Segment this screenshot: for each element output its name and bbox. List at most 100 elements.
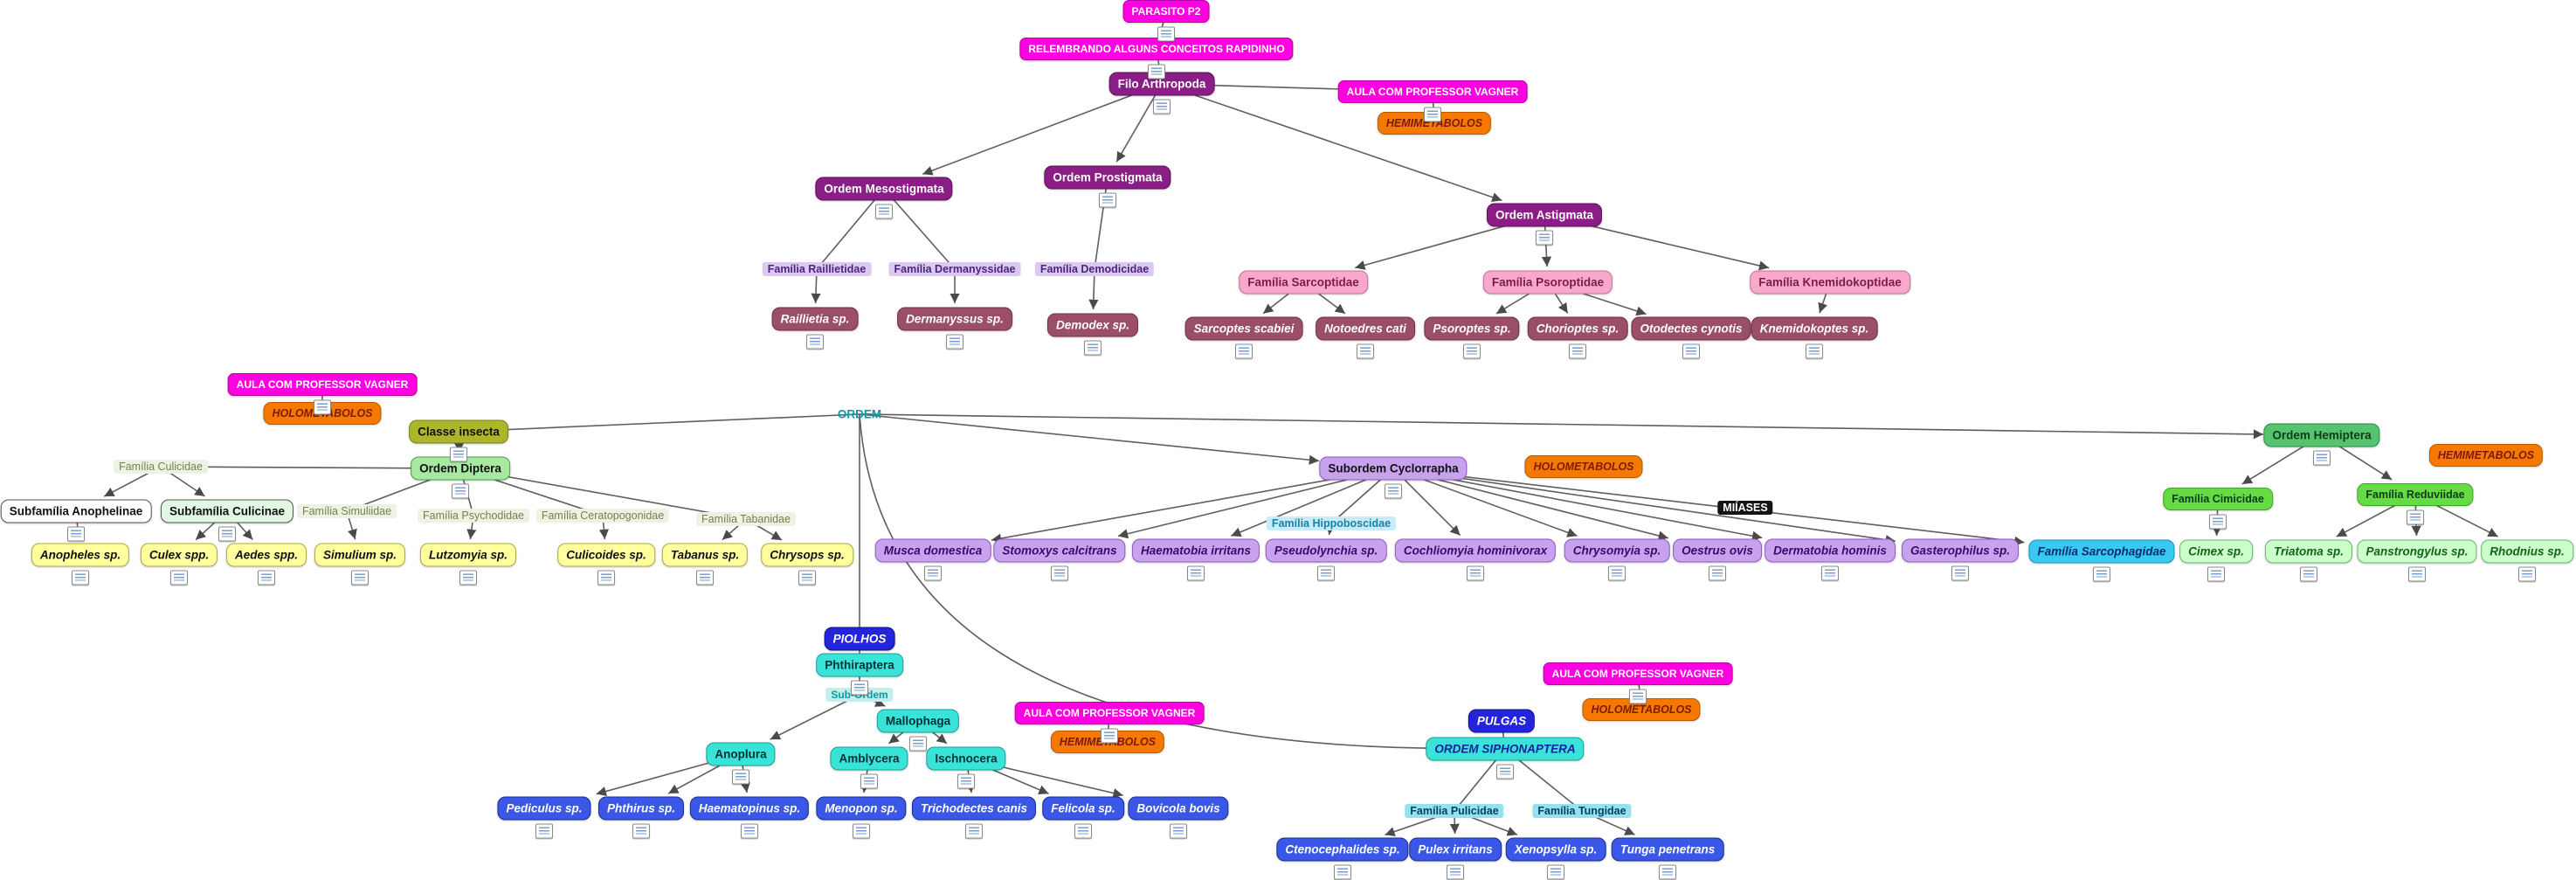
node-piolhos[interactable]: PIOLHOS	[824, 627, 895, 651]
resource-icon[interactable]	[2407, 509, 2424, 525]
node-aula-vagner-4[interactable]: AULA COM PROFESSOR VAGNER	[1543, 662, 1733, 685]
node-ordem-prostigmata[interactable]: Ordem Prostigmata	[1044, 165, 1171, 190]
resource-icon[interactable]	[2518, 566, 2536, 582]
node-chrysomyia[interactable]: Chrysomyia sp.	[1564, 538, 1670, 563]
node-felicola[interactable]: Felicola sp.	[1042, 796, 1124, 821]
node-haematopinus[interactable]: Haematopinus sp.	[689, 796, 810, 821]
resource-icon[interactable]	[1569, 343, 1586, 359]
node-trichodectes[interactable]: Trichodectes canis	[911, 796, 1037, 821]
resource-icon[interactable]	[1659, 864, 1676, 880]
resource-icon[interactable]	[1317, 565, 1335, 581]
node-aedes[interactable]: Aedes spp.	[225, 543, 307, 567]
node-ischnocera[interactable]: Ischnocera	[926, 746, 1006, 771]
resource-icon[interactable]	[2209, 514, 2227, 530]
resource-icon[interactable]	[741, 823, 758, 839]
link-label-lbl-raillietidae[interactable]: Família Raillietidae	[762, 262, 872, 276]
resource-icon[interactable]	[2207, 566, 2225, 582]
node-psoroptes[interactable]: Psoroptes sp.	[1424, 316, 1520, 341]
resource-icon[interactable]	[1467, 565, 1484, 581]
node-cochliomyia[interactable]: Cochliomyia hominivorax	[1394, 538, 1557, 563]
node-anoplura[interactable]: Anoplura	[706, 742, 776, 766]
node-ctenocephalides[interactable]: Ctenocephalides sp.	[1276, 837, 1409, 862]
link-label-lbl-culicidae[interactable]: Família Culicidae	[114, 460, 208, 474]
resource-icon[interactable]	[67, 526, 85, 542]
node-knemidokoptes[interactable]: Knemidokoptes sp.	[1751, 316, 1878, 341]
node-haematobia[interactable]: Haematobia irritans	[1131, 538, 1260, 563]
node-pulex[interactable]: Pulex irritans	[1409, 837, 1502, 862]
resource-icon[interactable]	[2093, 566, 2110, 582]
link-label-lbl-tabanidae[interactable]: Família Tabanidae	[696, 512, 796, 526]
link-label-lbl-psychodidae[interactable]: Família Psychodidae	[417, 509, 530, 523]
resource-icon[interactable]	[1187, 565, 1205, 581]
node-lutzomyia[interactable]: Lutzomyia sp.	[419, 543, 517, 567]
node-triatoma[interactable]: Triatoma sp.	[2264, 539, 2353, 564]
resource-icon[interactable]	[1235, 343, 1253, 359]
node-classe-insecta[interactable]: Classe insecta	[409, 419, 508, 444]
resource-icon[interactable]	[965, 823, 983, 839]
node-pseudolynchia[interactable]: Pseudolynchia sp.	[1265, 538, 1387, 563]
resource-icon[interactable]	[1101, 728, 1118, 744]
node-tabanus[interactable]: Tabanus sp.	[661, 543, 749, 567]
resource-icon[interactable]	[1074, 823, 1092, 839]
node-anopheles[interactable]: Anopheles sp.	[31, 543, 130, 567]
resource-icon[interactable]	[1547, 864, 1564, 880]
node-musca[interactable]: Musca domestica	[874, 538, 991, 563]
resource-icon[interactable]	[957, 773, 975, 789]
resource-icon[interactable]	[1357, 343, 1374, 359]
resource-icon[interactable]	[875, 204, 893, 219]
resource-icon[interactable]	[806, 334, 824, 350]
resource-icon[interactable]	[1682, 343, 1700, 359]
resource-icon[interactable]	[351, 570, 369, 586]
node-holometabolos-2[interactable]: HOLOMETABOLOS	[1524, 455, 1643, 478]
resource-icon[interactable]	[535, 823, 553, 839]
node-fam-knemidokoptidae[interactable]: Família Knemidokoptidae	[1750, 270, 1910, 294]
resource-icon[interactable]	[1170, 823, 1187, 839]
resource-icon[interactable]	[170, 570, 188, 586]
node-culex[interactable]: Culex spp.	[140, 543, 218, 567]
link-label-lbl-hippoboscidae[interactable]: Família Hippoboscidae	[1266, 516, 1397, 530]
node-phthirus[interactable]: Phthirus sp.	[597, 796, 685, 821]
resource-icon[interactable]	[452, 483, 469, 499]
node-gasterophilus[interactable]: Gasterophilus sp.	[1901, 538, 2020, 563]
node-rhodnius[interactable]: Rhodnius sp.	[2481, 539, 2573, 564]
node-relembrando[interactable]: RELEMBRANDO ALGUNS CONCEITOS RAPIDINHO	[1019, 38, 1294, 60]
node-parasito-p2[interactable]: PARASITO P2	[1122, 0, 1210, 23]
resource-icon[interactable]	[1629, 689, 1647, 704]
link-label-lbl-miiases[interactable]: MIÍASES	[1717, 501, 1773, 515]
resource-icon[interactable]	[1951, 565, 1969, 581]
node-chrysops[interactable]: Chrysops sp.	[761, 543, 853, 567]
resource-icon[interactable]	[924, 565, 942, 581]
node-ordem-astigmata[interactable]: Ordem Astigmata	[1486, 203, 1603, 227]
node-phthiraptera[interactable]: Phthiraptera	[816, 653, 903, 677]
node-tunga[interactable]: Tunga penetrans	[1611, 837, 1724, 862]
resource-icon[interactable]	[853, 823, 870, 839]
node-cimex[interactable]: Cimex sp.	[2179, 539, 2253, 564]
resource-icon[interactable]	[860, 773, 878, 789]
resource-icon[interactable]	[1496, 764, 1514, 780]
node-raillietia[interactable]: Raillietia sp.	[771, 307, 859, 331]
resource-icon[interactable]	[1051, 565, 1068, 581]
resource-icon[interactable]	[1536, 230, 1553, 246]
link-label-lbl-simuliidae[interactable]: Família Simuliidae	[296, 504, 397, 518]
link-label-lbl-ceratopogonidae[interactable]: Família Ceratopogonidae	[535, 509, 670, 523]
link-label-lbl-demodicidae[interactable]: Família Demodicidae	[1034, 262, 1155, 276]
resource-icon[interactable]	[946, 334, 963, 350]
node-fam-cimicidae[interactable]: Família Cimicidae	[2163, 488, 2273, 510]
resource-icon[interactable]	[1806, 343, 1823, 359]
resource-icon[interactable]	[1447, 864, 1464, 880]
node-stomoxys[interactable]: Stomoxys calcitrans	[993, 538, 1126, 563]
resource-icon[interactable]	[72, 570, 89, 586]
node-culicoides[interactable]: Culicoides sp.	[557, 543, 655, 567]
node-ordem-mesostigmata[interactable]: Ordem Mesostigmata	[815, 177, 953, 201]
resource-icon[interactable]	[1099, 192, 1116, 208]
node-notoedres[interactable]: Notoedres cati	[1316, 316, 1415, 341]
resource-icon[interactable]	[696, 570, 714, 586]
node-subfam-culicinae[interactable]: Subfamília Culicinae	[160, 499, 294, 523]
resource-icon[interactable]	[597, 570, 615, 586]
node-fam-sarcophagidae[interactable]: Família Sarcophagidae	[2028, 539, 2175, 564]
node-pediculus[interactable]: Pediculus sp.	[497, 796, 591, 821]
node-demodex[interactable]: Demodex sp.	[1046, 313, 1139, 337]
link-label-lbl-tungidae[interactable]: Família Tungidae	[1532, 804, 1632, 818]
resource-icon[interactable]	[218, 526, 236, 542]
node-panstrongylus[interactable]: Panstrongylus sp.	[2357, 539, 2477, 564]
